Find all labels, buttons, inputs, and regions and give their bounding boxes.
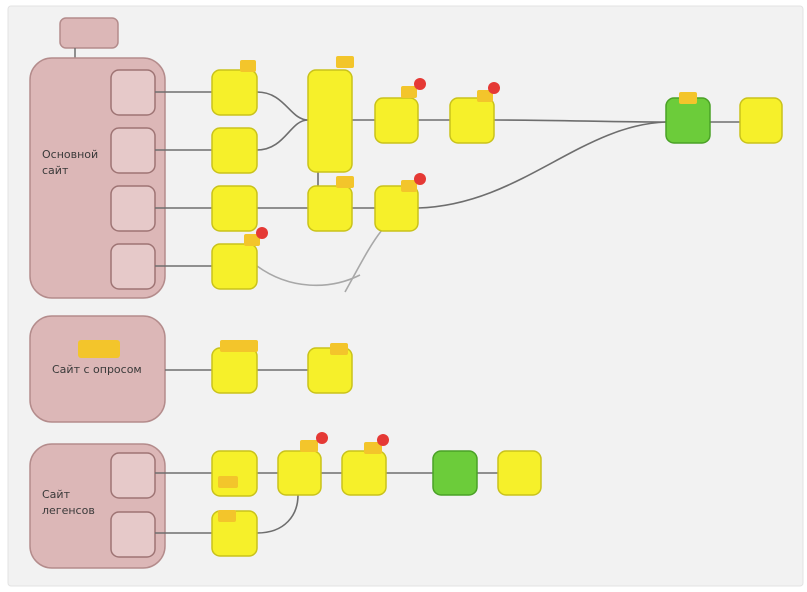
node-merge-tall[interactable] bbox=[307, 69, 353, 173]
node-3-2[interactable] bbox=[374, 185, 419, 232]
group-legends-site-label-line2: легенсов bbox=[42, 504, 95, 517]
group-survey-site[interactable] bbox=[29, 315, 166, 423]
node-1-4[interactable] bbox=[211, 243, 258, 290]
canvas-background bbox=[7, 5, 804, 587]
node-legends-4[interactable] bbox=[341, 450, 387, 496]
orange-badge bbox=[336, 176, 354, 188]
red-badge bbox=[316, 432, 328, 444]
main-source-4[interactable] bbox=[110, 243, 156, 290]
orange-badge bbox=[330, 343, 348, 355]
edge bbox=[256, 265, 361, 287]
edge bbox=[256, 91, 309, 121]
orange-badge bbox=[218, 510, 236, 522]
node-1-2[interactable] bbox=[211, 127, 258, 174]
node-4-1[interactable] bbox=[449, 97, 495, 144]
node-2-3[interactable] bbox=[307, 185, 353, 232]
node-1-1[interactable] bbox=[211, 69, 258, 116]
orange-badge bbox=[364, 442, 382, 454]
group-legends-site-label-line1: Сайт bbox=[42, 488, 71, 501]
node-green-main[interactable] bbox=[665, 97, 711, 144]
group-main-site[interactable] bbox=[29, 57, 166, 299]
orange-badge bbox=[679, 92, 697, 104]
red-badge bbox=[256, 227, 268, 239]
orange-badge bbox=[401, 180, 417, 192]
main-source-1[interactable] bbox=[110, 69, 156, 116]
node-1-3[interactable] bbox=[211, 185, 258, 232]
orange-badge bbox=[220, 340, 258, 352]
orange-badge bbox=[240, 60, 256, 72]
orange-badge bbox=[477, 90, 493, 102]
header-box[interactable] bbox=[59, 17, 119, 49]
group-survey-badge bbox=[78, 340, 120, 358]
red-badge bbox=[488, 82, 500, 94]
red-badge bbox=[414, 173, 426, 185]
node-legends-3[interactable] bbox=[277, 450, 322, 496]
node-green-legends[interactable] bbox=[432, 450, 478, 496]
edge bbox=[256, 494, 299, 534]
node-final-legends[interactable] bbox=[497, 450, 542, 496]
node-survey-1[interactable] bbox=[211, 347, 258, 394]
legends-source-1[interactable] bbox=[110, 452, 156, 499]
main-source-3[interactable] bbox=[110, 185, 156, 232]
red-badges bbox=[256, 78, 500, 446]
legends-source-2[interactable] bbox=[110, 511, 156, 558]
red-badge bbox=[414, 78, 426, 90]
orange-badge bbox=[336, 56, 354, 68]
edge bbox=[344, 229, 383, 293]
red-badge bbox=[377, 434, 389, 446]
group-survey-site-label: Сайт с опросом bbox=[52, 363, 142, 376]
node-legends-1[interactable] bbox=[211, 450, 258, 497]
node-final-main[interactable] bbox=[739, 97, 783, 144]
orange-badges bbox=[218, 56, 697, 522]
orange-badge bbox=[244, 234, 260, 246]
group-main-site-label-line2: сайт bbox=[42, 164, 69, 177]
edge bbox=[256, 119, 309, 151]
edges bbox=[155, 91, 740, 534]
node-3-1[interactable] bbox=[374, 97, 419, 144]
edge bbox=[417, 121, 667, 209]
orange-badge bbox=[218, 476, 238, 488]
main-source-2[interactable] bbox=[110, 127, 156, 174]
orange-badge bbox=[401, 86, 417, 98]
group-main-site-label-line1: Основной bbox=[42, 148, 98, 161]
edge bbox=[493, 119, 667, 123]
orange-badge bbox=[300, 440, 318, 452]
